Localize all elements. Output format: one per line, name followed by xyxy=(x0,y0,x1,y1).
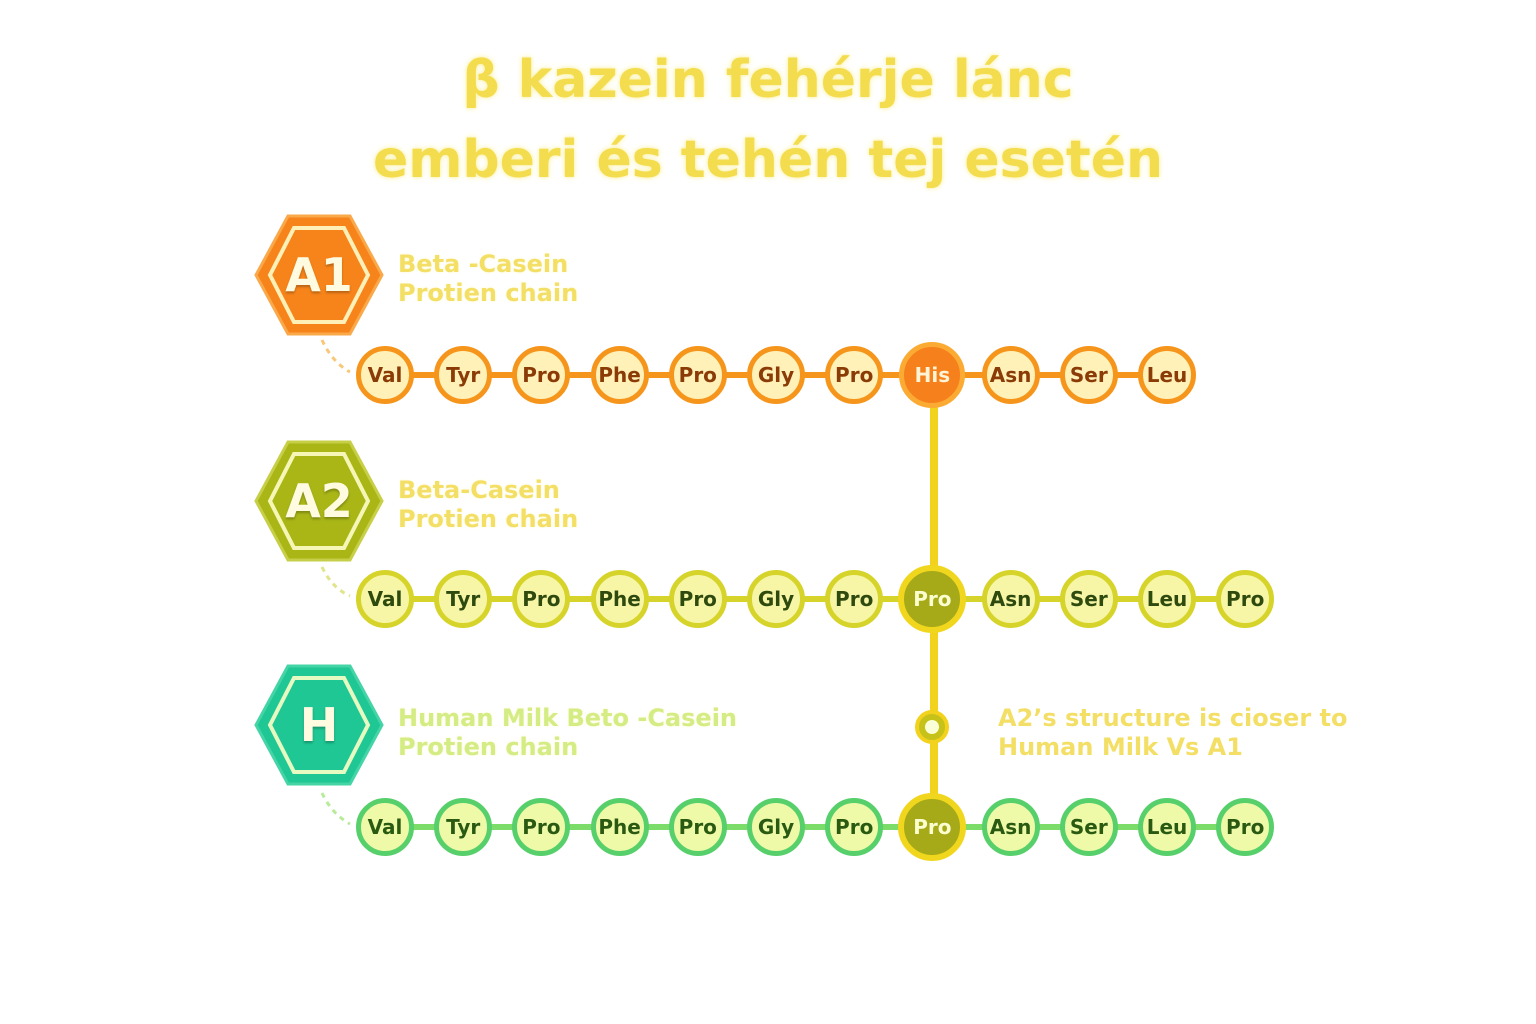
h-label-line-2: Protien chain xyxy=(398,733,579,761)
h-label-line-1: Human Milk Beto -Casein xyxy=(398,704,737,732)
h-amino-acid-12: Pro xyxy=(1216,798,1275,856)
a1-badge-label: A1 xyxy=(285,248,353,302)
h-amino-acid-6: Gly xyxy=(747,798,805,856)
a2-badge: A2 xyxy=(254,438,384,564)
a1-amino-acid-11: Leu xyxy=(1138,346,1196,404)
h-amino-acid-5: Pro xyxy=(668,798,727,856)
a2-amino-acid-8: Pro xyxy=(898,565,967,633)
a2-chain-label: Beta-Casein Protien chain xyxy=(398,476,578,534)
h-amino-acid-1: Val xyxy=(356,798,414,856)
note-line-2: Human Milk Vs A1 xyxy=(998,733,1243,761)
h-amino-acid-8: Pro xyxy=(898,793,967,861)
a2-amino-acid-12: Pro xyxy=(1216,570,1275,628)
a1-amino-acid-7: Pro xyxy=(825,346,884,404)
title-line-1: β kazein fehérje lánc xyxy=(462,50,1074,110)
h-badge: H xyxy=(254,662,384,788)
a2-hexagon-icon xyxy=(254,440,384,562)
a2-amino-acid-3: Pro xyxy=(512,570,571,628)
a1-amino-acid-2: Tyr xyxy=(434,346,493,404)
a1-amino-acid-8: His xyxy=(899,342,966,408)
h-amino-acid-2: Tyr xyxy=(434,798,493,856)
h-dashed-link xyxy=(320,792,351,826)
a1-chain-label: Beta -Casein Protien chain xyxy=(398,250,578,308)
a2-amino-acid-9: Asn xyxy=(981,570,1040,628)
a2-amino-acid-11: Leu xyxy=(1138,570,1196,628)
a1-amino-acid-10: Ser xyxy=(1059,346,1118,404)
a2-amino-acid-2: Tyr xyxy=(434,570,493,628)
comparison-note: A2’s structure is cioser to Human Milk V… xyxy=(998,704,1348,762)
a2-amino-acid-10: Ser xyxy=(1059,570,1118,628)
h-chain-label: Human Milk Beto -Casein Protien chain xyxy=(398,704,737,762)
h-badge-label: H xyxy=(299,698,339,752)
connector-node-center xyxy=(925,720,939,734)
a1-dashed-link xyxy=(320,339,351,374)
h-amino-acid-4: Phe xyxy=(590,798,649,856)
a2-amino-acid-7: Pro xyxy=(825,570,884,628)
a2-dashed-link xyxy=(320,566,351,598)
a1-amino-acid-1: Val xyxy=(356,346,414,404)
a2-amino-acid-5: Pro xyxy=(668,570,727,628)
a2-amino-acid-6: Gly xyxy=(747,570,805,628)
h-amino-acid-3: Pro xyxy=(512,798,571,856)
a1-amino-acid-9: Asn xyxy=(981,346,1040,404)
a1-hexagon-icon xyxy=(254,214,384,336)
h-hexagon-icon xyxy=(254,664,384,786)
a1-amino-acid-5: Pro xyxy=(668,346,727,404)
a2-label-line-2: Protien chain xyxy=(398,505,579,533)
a1-badge: A1 xyxy=(254,212,384,338)
a2-amino-acid-1: Val xyxy=(356,570,414,628)
a1-label-line-2: Protien chain xyxy=(398,279,579,307)
a1-amino-acid-6: Gly xyxy=(747,346,805,404)
a2-label-line-1: Beta-Casein xyxy=(398,476,560,504)
h-amino-acid-10: Ser xyxy=(1059,798,1118,856)
a1-amino-acid-3: Pro xyxy=(512,346,571,404)
a2-badge-label: A2 xyxy=(285,474,353,528)
a1-label-line-1: Beta -Casein xyxy=(398,250,569,278)
title-line-2: emberi és tehén tej esetén xyxy=(372,130,1164,190)
h-amino-acid-9: Asn xyxy=(981,798,1040,856)
diagram-title: β kazein fehérje lánc emberi és tehén te… xyxy=(0,40,1536,200)
a2-amino-acid-4: Phe xyxy=(590,570,649,628)
a1-amino-acid-4: Phe xyxy=(590,346,649,404)
note-line-1: A2’s structure is cioser to xyxy=(998,704,1348,732)
h-amino-acid-7: Pro xyxy=(825,798,884,856)
h-amino-acid-11: Leu xyxy=(1138,798,1196,856)
